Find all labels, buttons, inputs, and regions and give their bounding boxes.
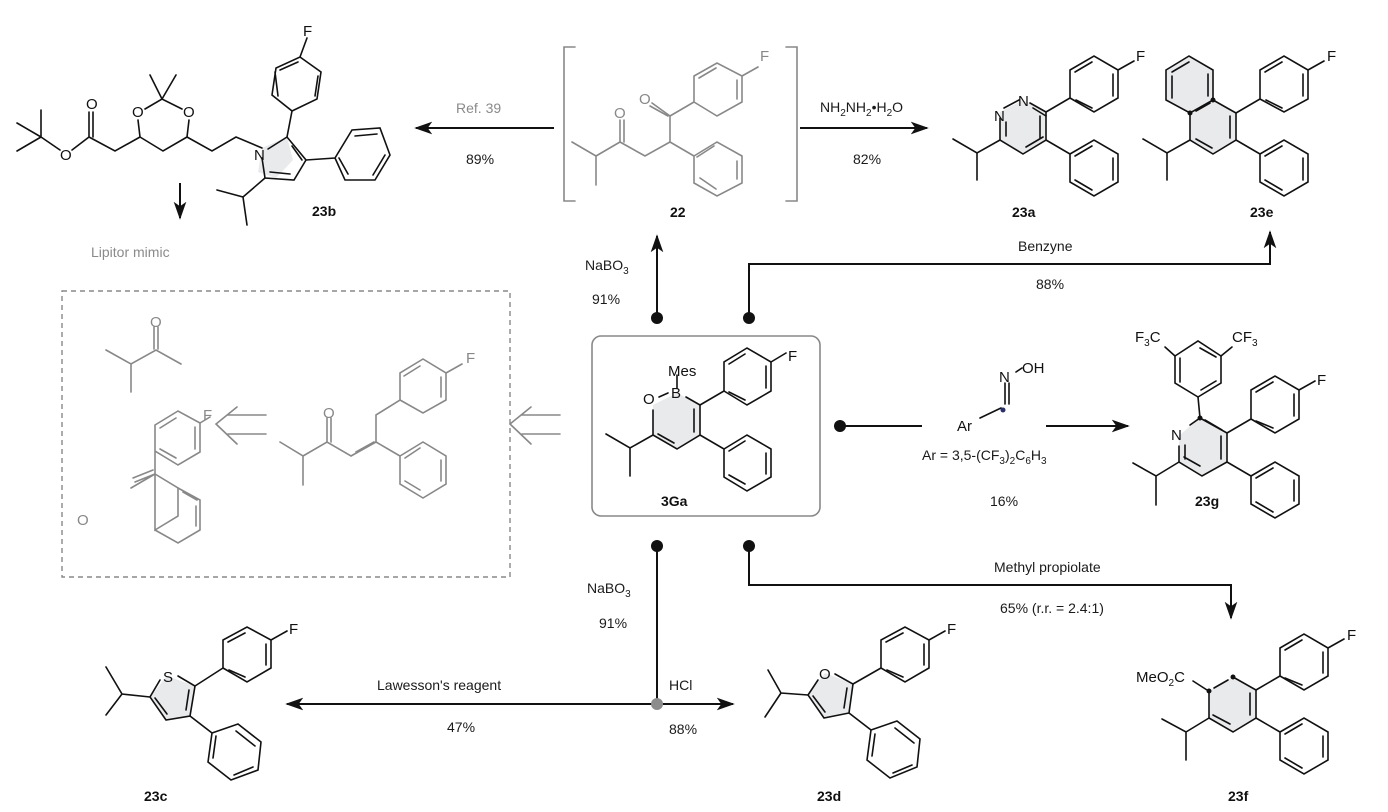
central-compound-box	[591, 335, 821, 517]
atom-f: F	[947, 621, 956, 638]
reagent-lawesson: Lawesson's reagent	[377, 677, 501, 693]
compound-label-23g: 23g	[1195, 493, 1219, 509]
compound-23b: O O O O N F 23b	[16, 23, 391, 226]
lipitor-mimic-label: Lipitor mimic	[91, 244, 170, 260]
atom-n: N	[254, 147, 265, 164]
oxime-reagent: N OH Ar	[957, 360, 1045, 435]
atom-o: O	[60, 147, 72, 164]
compound-label-23d: 23d	[817, 788, 841, 804]
atom-o: O	[643, 391, 655, 408]
oxime-ar: Ar	[957, 418, 972, 435]
atom-o: O	[819, 666, 831, 683]
atom-o: O	[86, 96, 98, 113]
reagent-hydrazine: NH2NH2•H2O	[820, 99, 903, 119]
branch-dot	[651, 540, 663, 552]
reagent-hcl: HCl	[669, 677, 692, 693]
substituent-cf3-left: F3C	[1135, 329, 1161, 349]
compound-label-23c: 23c	[144, 788, 168, 804]
compound-label-3Ga: 3Ga	[661, 493, 688, 509]
compound-label-23b: 23b	[312, 203, 336, 219]
yield-23d: 88%	[669, 721, 697, 737]
branch-dot	[743, 540, 755, 552]
compound-23g: N F F3C CF3 23g	[1132, 329, 1326, 519]
compound-23a: N N F 23a	[952, 48, 1145, 220]
compound-label-23f: 23f	[1228, 788, 1249, 804]
atom-o: O	[614, 105, 626, 122]
reagent-nabo3-bottom: NaBO3	[587, 580, 631, 600]
branch-dot	[834, 420, 846, 432]
substituent-meo2c: MeO2C	[1136, 669, 1185, 689]
reagent-ar-definition: Ar = 3,5-(CF3)2C6H3	[922, 447, 1047, 467]
yield-23b: 89%	[466, 151, 494, 167]
atom-f: F	[466, 350, 475, 367]
atom-o: O	[183, 104, 195, 121]
mes-label: Mes	[668, 363, 696, 380]
arrow-to-23e	[748, 230, 1277, 318]
atom-n: N	[994, 108, 1005, 125]
atom-f: F	[788, 348, 797, 365]
compound-23d: O F 23d	[764, 621, 956, 804]
substituent-cf3-right: CF3	[1232, 329, 1258, 349]
atom-f: F	[1347, 627, 1356, 644]
yield-23e: 88%	[1036, 276, 1064, 292]
atom-f: F	[1327, 48, 1336, 65]
reagent-benzyne: Benzyne	[1018, 238, 1073, 254]
reagent-methyl-propiolate: Methyl propiolate	[994, 559, 1101, 575]
atom-b: B	[671, 385, 681, 402]
atom-f: F	[303, 23, 312, 40]
arrow-to-23f	[748, 546, 1238, 620]
compound-23e: F 23e	[1142, 48, 1336, 220]
yield-22: 91%	[592, 291, 620, 307]
atom-o: O	[639, 91, 651, 108]
branch-dot	[651, 312, 663, 324]
atom-o: O	[132, 104, 144, 121]
junction-dot	[651, 698, 663, 710]
compound-23c: S F 23c	[105, 621, 298, 804]
atom-n: N	[1018, 93, 1029, 110]
compound-label-23a: 23a	[1012, 204, 1036, 220]
yield-23g: 16%	[990, 493, 1018, 509]
reagent-ref39: Ref. 39	[456, 100, 501, 116]
atom-f: F	[1317, 372, 1326, 389]
reagent-nabo3-top: NaBO3	[585, 257, 629, 277]
retrosynthesis-box	[61, 290, 511, 578]
yield-bottom-nabo3: 91%	[599, 615, 627, 631]
yield-23a: 82%	[853, 151, 881, 167]
atom-f: F	[203, 407, 212, 424]
branch-dot	[743, 312, 755, 324]
atom-n: N	[1171, 427, 1182, 444]
compound-23f: F MeO2C 23f	[1136, 627, 1356, 804]
oxime-oh: OH	[1022, 360, 1045, 377]
oxime-n: N	[999, 369, 1010, 386]
yield-23c: 47%	[447, 719, 475, 735]
retrosynthesis-content: O F O O F	[77, 314, 561, 544]
atom-o: O	[150, 314, 162, 331]
atom-o: O	[323, 405, 335, 422]
atom-f: F	[760, 48, 769, 65]
atom-f: F	[289, 621, 298, 638]
compound-label-23e: 23e	[1250, 204, 1274, 220]
compound-label-22: 22	[670, 204, 686, 220]
compound-22: O O F 22	[563, 46, 798, 220]
atom-o: O	[77, 512, 89, 529]
atom-f: F	[1136, 48, 1145, 65]
compound-3Ga: Mes O B F 3Ga	[605, 347, 797, 509]
atom-s: S	[163, 669, 173, 686]
yield-23f: 65% (r.r. = 2.4:1)	[1000, 600, 1104, 616]
